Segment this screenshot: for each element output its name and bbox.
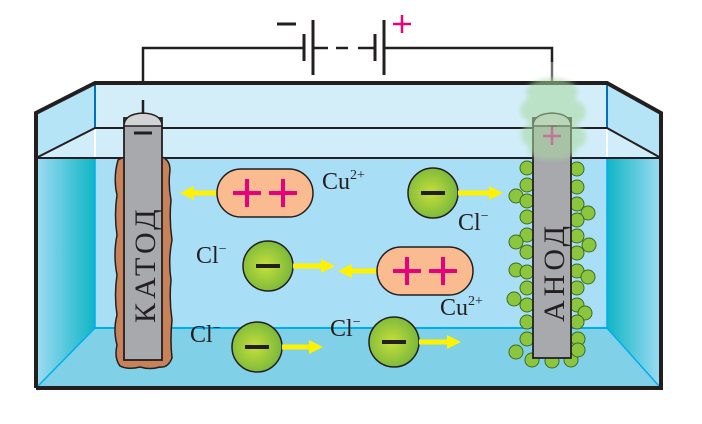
chlorine-bubble [570, 342, 586, 358]
arrow-to-anode [419, 335, 461, 349]
chloride-ion [242, 240, 294, 292]
chloride-ion [407, 167, 459, 219]
ions: Cu2+Cl−Cl−Cu2+Cl−Cl− [180, 167, 503, 373]
solution-right-wall [607, 158, 661, 388]
ion-charge: − [481, 209, 489, 224]
chlorine-bubble [519, 177, 535, 193]
chlorine-bubble [581, 237, 597, 253]
ion-species: Cl [190, 322, 213, 348]
ion-species: Cl [196, 243, 219, 269]
floor-left-edge [37, 327, 96, 387]
battery [277, 15, 411, 75]
water-surface [36, 128, 661, 158]
chlorine-bubble [569, 245, 585, 261]
plus-sign [393, 257, 421, 285]
chlorine-bubble [519, 314, 535, 330]
ion-species: Cu [440, 295, 468, 321]
chlorine-bubble [569, 280, 585, 296]
chlorine-bubble [569, 161, 585, 177]
tank-back-glass [95, 83, 607, 128]
chlorine-bubble [519, 209, 535, 225]
tank-right-glass [607, 83, 661, 158]
ion-charge: 2+ [350, 168, 365, 183]
chlorine-bubble [569, 228, 585, 244]
plus-sign [233, 179, 261, 207]
ion-label: Cu2+ [440, 294, 483, 321]
circuit [141, 15, 554, 138]
chlorine-bubble [569, 179, 585, 195]
tank-frame [34, 81, 663, 390]
arrow-to-anode [458, 186, 503, 200]
copper-ion [376, 246, 474, 296]
ion-label: Cl− [190, 321, 221, 348]
chlorine-gas-cloud [520, 78, 586, 160]
ion-charge: − [213, 321, 221, 336]
ion-species: Cl [330, 316, 353, 342]
cathode: КАТОД [114, 100, 173, 370]
chlorine-bubble [508, 344, 524, 360]
chlorine-bubble [519, 193, 535, 209]
chlorine-bubble [519, 264, 535, 280]
chloride-ion [368, 316, 420, 368]
copper-ion [216, 168, 314, 218]
ion-charge: 2+ [468, 294, 483, 309]
plus-sign [269, 179, 297, 207]
ion-charge: − [353, 315, 361, 330]
chloride-ion [231, 321, 283, 373]
tank [34, 81, 663, 390]
chlorine-bubble [519, 297, 535, 313]
anode: АНОД [506, 78, 597, 369]
surface-rim [35, 127, 662, 159]
ion-charge: − [219, 242, 227, 257]
anode-bubbles [506, 160, 597, 369]
ion-label: Cu2+ [322, 168, 365, 195]
cation-body [376, 246, 474, 296]
solution-left-wall [36, 158, 95, 388]
chlorine-bubble [569, 212, 585, 228]
cation-body [216, 168, 314, 218]
plus-sign [429, 257, 457, 285]
anode-label: АНОД [538, 222, 571, 322]
chlorine-bubble [519, 331, 535, 347]
ion-label: Cl− [458, 209, 489, 236]
floor-right-edge [606, 327, 660, 387]
arrow-to-cathode [338, 264, 380, 278]
chlorine-bubble [506, 291, 522, 307]
chlorine-bubble [580, 205, 596, 221]
tank-left-glass [36, 83, 95, 158]
arrow-to-anode [282, 340, 323, 354]
tank-floor [36, 328, 661, 388]
chlorine-bubble [580, 269, 596, 285]
ion-label: Cl− [330, 315, 361, 342]
ion-species: Cu [322, 169, 350, 195]
ion-species: Cl [458, 210, 481, 236]
cathode-label: КАТОД [129, 205, 162, 323]
ion-label: Cl− [196, 242, 227, 269]
chlorine-bubble [519, 160, 535, 176]
battery-positive-sign [393, 15, 411, 33]
wire-anode [383, 46, 554, 62]
chlorine-bubble [519, 244, 535, 260]
arrow-to-anode [293, 259, 335, 273]
chlorine-bubble [519, 280, 535, 296]
chlorine-bubble [508, 234, 524, 250]
chlorine-bubble [569, 314, 585, 330]
